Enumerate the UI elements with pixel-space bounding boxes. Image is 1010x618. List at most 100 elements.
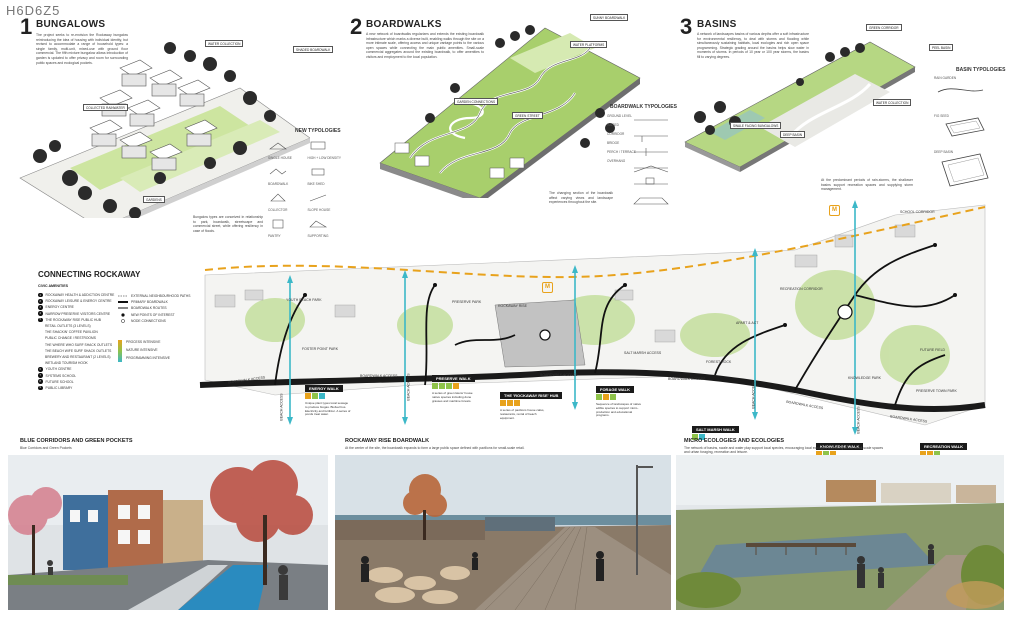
section-text-basins: A network of landscapes basins of variou… — [697, 32, 809, 59]
typology-label: BOARDWALK — [268, 182, 289, 186]
legend-label: THE BEACH WIFE SURF SHACK OUTLETS — [45, 348, 112, 353]
map-label: BEACH ACCESS — [856, 406, 861, 434]
line-swatch-icon — [118, 295, 128, 297]
map-label: BEACH ACCESS — [279, 393, 284, 421]
legend-label: NARROW PRESERVE VISITORS CENTRE — [45, 311, 111, 316]
photo-title-blue-corridors: BLUE CORRIDORS AND GREEN POCKETS — [20, 438, 133, 444]
map-label: FOREST DOCK — [706, 360, 732, 364]
site-plan-map — [199, 200, 986, 435]
callout-green-corridor: GREEN CORRIDOR — [866, 24, 902, 31]
intensity-gradient-bar — [118, 340, 122, 362]
dot-swatch-icon — [121, 313, 125, 317]
ring-swatch-icon — [121, 318, 125, 323]
map-label: KNOWLEDGE PARK — [848, 376, 881, 380]
legend-label: RETAIL OUTLETS (3 LEVELS) — [45, 324, 91, 329]
callout-collected-rainwater: COLLECTED RAINWATER — [83, 104, 128, 111]
legend-marker-icon: 1 — [38, 292, 43, 298]
typologies-grid-bungalows: SINGLE HOUSE HIGH + LOW DENSITY BOARDWAL… — [268, 138, 343, 238]
photo-micro-ecologies — [676, 455, 1004, 610]
typology-label: BIKE SHED — [307, 182, 325, 186]
walk-icons-energy — [305, 393, 325, 399]
walk-badge-forage: FORAGE WALK — [596, 386, 634, 393]
callout-deep-basin: DEEP BASIN — [780, 131, 806, 138]
boardwalks-axonometric — [379, 25, 641, 198]
map-label: PRESERVE TOWN PARK — [916, 389, 957, 393]
legend-item: WETLAND TOURISM HOOK — [38, 360, 114, 366]
legend-label: FUTURE SCHOOL — [45, 379, 74, 384]
legend-item: PRIMARY BOARDWALK — [118, 299, 190, 305]
legend-label: EXTERNAL NEIGHBOURHOOD PATHS — [131, 294, 191, 299]
walk-badge-rockaway-rise: THE 'ROCKAWAY RISE' HUB — [500, 392, 563, 399]
legend-label: ENERGY CENTRE — [45, 305, 74, 310]
legend-item: NEW POINTS OF INTEREST — [118, 312, 190, 318]
street-scene-render — [8, 455, 328, 610]
legend-label: PUBLIC LIBRARY — [45, 385, 73, 390]
typology-label: BRIDGE — [607, 141, 620, 145]
walk-icons-knowledge — [816, 451, 836, 457]
legend-label: THE ROCKAWAY RISE PUBLIC HUB — [45, 317, 102, 322]
map-label: APART & ACT — [736, 321, 759, 325]
legend-item: PUBLIC CHANGE / RESTROOMS — [38, 335, 114, 341]
typology-label: GROUND LEVEL — [607, 114, 632, 118]
typology-label: CORRIDOR — [607, 132, 625, 136]
legend-item: THE SHACKIN' COFFEE PAVILION — [38, 329, 114, 335]
metro-marker-icon: M — [829, 205, 840, 216]
typologies-list-boardwalks: GROUND LEVEL RAISED CORRIDOR BRIDGE PERC… — [607, 114, 667, 163]
typologies-title-bungalows: NEW TYPOLOGIES — [295, 128, 341, 134]
legend-heading: CIVIC AMENITIES — [38, 284, 69, 288]
legend-marker-icon: 3 — [38, 305, 43, 310]
section-number-boardwalks: 2 — [350, 14, 363, 39]
legend-marker-icon: 9 — [38, 385, 43, 391]
sheet-code: H6D6Z5 — [6, 3, 61, 18]
callout-shaded-boardwalk: SHADED BOARDWALK — [293, 46, 334, 53]
section-title-basins: BASINS — [697, 19, 737, 30]
legend-label: PUBLIC CHANGE / RESTROOMS — [45, 336, 96, 341]
walk-icons-recreation — [920, 451, 940, 457]
legend-marker-icon: 7 — [38, 373, 43, 378]
gradient-label: PROGRAMMING INTENSIVE — [126, 356, 170, 360]
gradient-label: NATURE INTENSIVE — [126, 348, 158, 352]
section-title-boardwalks: BOARDWALKS — [366, 19, 442, 30]
legend-label: ROCKAWAY LEISURE & ENERGY CENTRE — [45, 299, 112, 304]
legend-item: EXTERNAL NEIGHBOURHOOD PATHS — [118, 293, 190, 299]
bungalows-axonometric — [19, 42, 310, 218]
legend-label: BOARDWALK ROUTES — [131, 306, 167, 311]
map-label: BOARDWALK ACCESS — [540, 373, 578, 377]
callout-peel-basin: PEEL BASIN — [929, 44, 954, 51]
path-legend: EXTERNAL NEIGHBOURHOOD PATHS PRIMARY BOA… — [118, 293, 190, 324]
walk-desc-preserve: A series of green lawns' house native sp… — [432, 391, 473, 403]
legend-marker-icon: 4 — [38, 311, 43, 316]
typology-label: COLLECTOR — [268, 208, 288, 212]
map-label: BEACH ACCESS — [406, 373, 411, 401]
walk-desc-forage: Sequence of landscapes of native edible … — [596, 402, 642, 418]
callout-sunny-boardwalk: SUNNY BOARDWALK — [590, 14, 629, 21]
callout-water-collection: WATER COLLECTION — [205, 40, 244, 47]
callout-water-platforms: WATER PLATFORMS — [570, 41, 608, 48]
walk-icons-rockaway-rise — [500, 400, 520, 406]
callout-green-street: GREEN STREET — [512, 112, 543, 119]
legend-label: WETLAND TOURISM HOOK — [45, 361, 88, 366]
typology-label: DEEP BASIN — [934, 150, 954, 154]
typology-icon — [311, 168, 324, 176]
wetland-scene-render — [676, 455, 1004, 610]
walk-desc-energy: Unique plant types local sewage to produ… — [305, 401, 351, 417]
legend-label: BREWERY AND RESTAURANT (2 LEVELS) — [45, 354, 111, 359]
intensity-gradient-labels: PROCESS INTENSIVE NATURE INTENSIVE PROGR… — [126, 340, 170, 360]
typologies-title-boardwalks: BOARDWALK TYPOLOGIES — [610, 104, 677, 110]
callout-garden-connections: GARDEN CONNECTIONS — [454, 98, 499, 105]
legend-item: BREWERY AND RESTAURANT (2 LEVELS) — [38, 354, 114, 360]
line-swatch-icon — [118, 307, 128, 309]
map-title: CONNECTING ROCKAWAY — [38, 270, 141, 279]
typology-icon — [308, 220, 327, 228]
legend-label: THE SHACKIN' COFFEE PAVILION — [45, 330, 98, 335]
typologies-title-basins: BASIN TYPOLOGIES — [956, 67, 1006, 73]
legend-label: ROCKAWAY HEALTH & ADDICTION CENTRE — [45, 293, 115, 298]
section-text-bungalows: The project seeks to re-envision the Roc… — [36, 33, 128, 65]
callout-water-collection-basins: WATER COLLECTION — [873, 99, 912, 106]
section-title-bungalows: BUNGALOWS — [36, 19, 106, 30]
map-label: FUTURE FIELD — [920, 348, 946, 352]
legend-item: THE BEACH WIFE SURF SHACK OUTLETS — [38, 348, 114, 354]
